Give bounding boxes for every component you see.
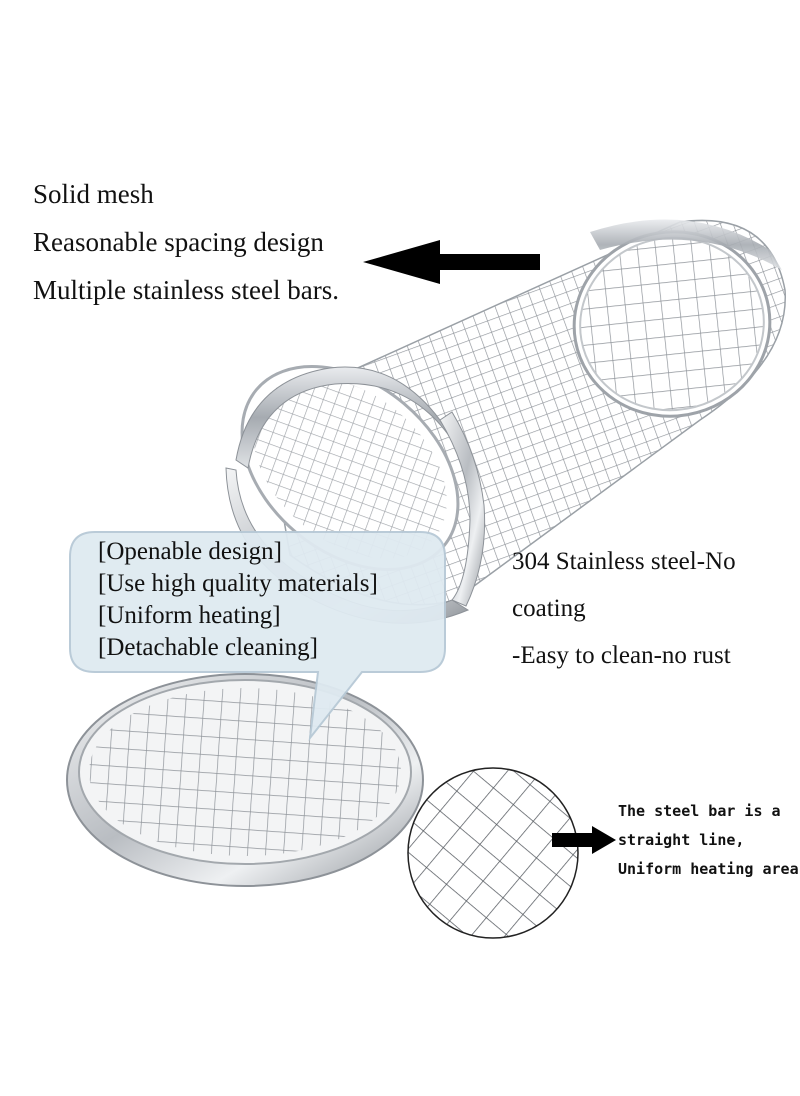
feature-list: Solid mesh Reasonable spacing design Mul… [33,170,339,314]
steel-bar-line: Uniform heating area. [618,860,800,878]
material-line: coating [512,595,586,622]
bubble-text: [Openable design] [Use high quality mate… [98,536,378,664]
material-text: 304 Stainless steel-No coating -Easy to … [512,538,736,679]
bubble-line: [Detachable cleaning] [98,634,319,661]
feature-line: Multiple stainless steel bars. [33,275,339,305]
arrow-right-icon [552,826,616,854]
detached-lid [66,673,424,887]
material-line: -Easy to clean-no rust [512,642,731,669]
mesh-closeup [407,767,579,939]
bubble-line: [Openable design] [98,538,282,565]
steel-bar-text: The steel bar is a straight line, Unifor… [618,797,800,884]
cylinder-basket [225,219,786,624]
feature-line: Reasonable spacing design [33,227,324,257]
feature-line: Solid mesh [33,179,154,209]
bubble-line: [Use high quality materials] [98,570,378,597]
arrow-left-icon [363,240,540,284]
material-line: 304 Stainless steel-No [512,548,736,575]
steel-bar-line: The steel bar is a [618,802,781,820]
speech-bubble [69,531,446,742]
bubble-line: [Uniform heating] [98,602,281,629]
steel-bar-line: straight line, [618,831,745,849]
